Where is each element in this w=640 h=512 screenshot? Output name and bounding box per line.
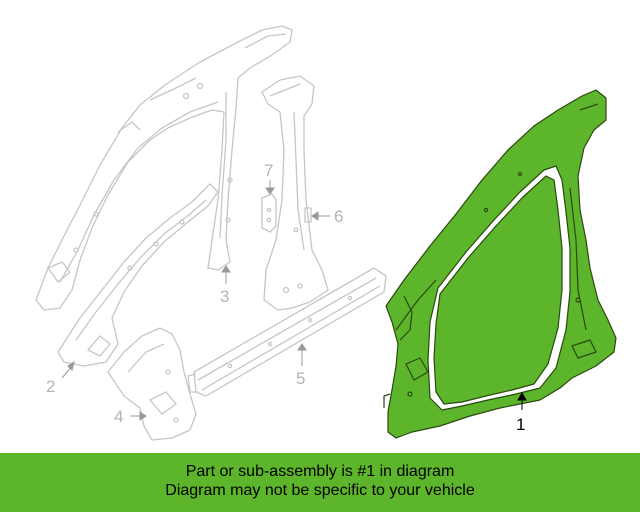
callout-6: 6: [334, 207, 343, 226]
part-3-pillar-arch: [35, 25, 293, 311]
callout-1: 1: [516, 415, 525, 434]
callout-3: 3: [220, 287, 229, 306]
banner-line-disclaimer: Diagram may not be specific to your vehi…: [165, 482, 475, 499]
part-6-b-pillar: [261, 75, 329, 311]
part-1-body-side-panel: [383, 89, 617, 439]
part-2-reinforcement: [57, 183, 219, 367]
callout-7: 7: [264, 161, 273, 180]
banner-line-part-number: Part or sub-assembly is #1 in diagram: [185, 463, 455, 480]
parts-diagram: 1 2 3 4 5 6 7: [35, 25, 617, 441]
callout-4: 4: [114, 407, 123, 426]
leader-line-1: [517, 391, 527, 410]
callout-5: 5: [296, 369, 305, 388]
diagram-notice-banner: Part or sub-assembly is #1 in diagram Di…: [0, 453, 640, 512]
leader-lines: [61, 180, 330, 421]
callout-2: 2: [46, 377, 55, 396]
part-5-rocker: [187, 267, 387, 397]
part-7-plate: [261, 193, 277, 233]
